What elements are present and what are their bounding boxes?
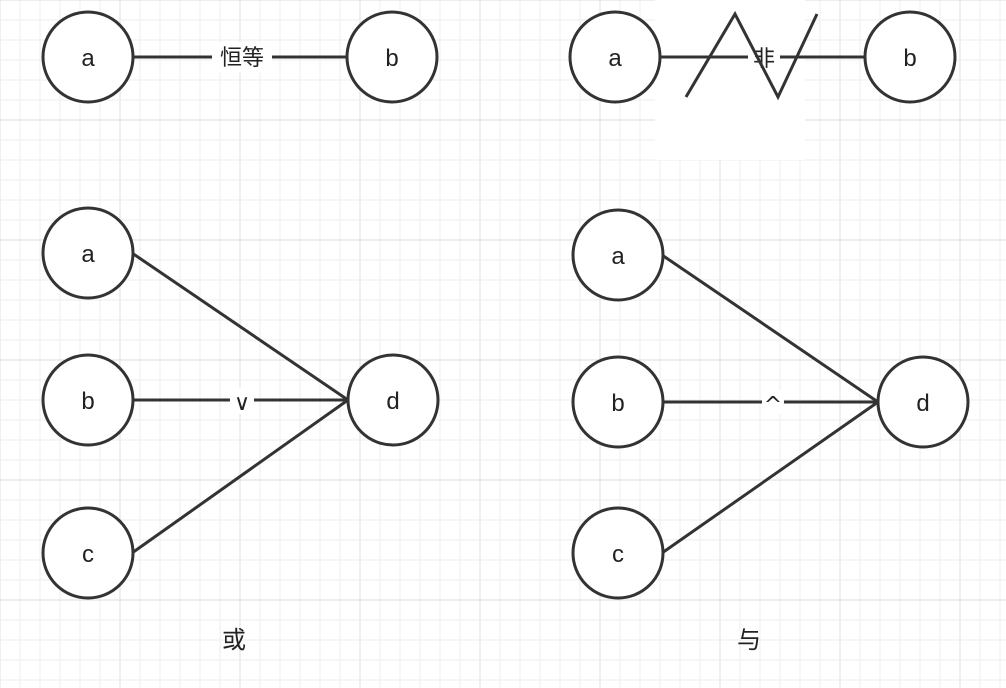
or-node-d-label: d xyxy=(386,388,399,415)
not-whiteout-area xyxy=(655,0,805,160)
and-node-b-label: b xyxy=(611,390,624,417)
not-node-a xyxy=(568,10,662,104)
or-edge-label-bg xyxy=(230,388,254,414)
identity-node-b xyxy=(345,10,439,104)
or-edge-label: ∨ xyxy=(234,391,250,416)
and-diagram: ^ a b c d 与 xyxy=(571,208,970,654)
or-node-b xyxy=(41,353,135,447)
or-edge-c-d xyxy=(131,398,349,555)
and-edge-label-bg xyxy=(762,390,784,414)
and-caption: 与 xyxy=(737,626,761,654)
identity-edge-label-bg xyxy=(212,42,272,72)
not-node-b xyxy=(863,10,957,104)
and-node-b xyxy=(571,355,665,449)
and-node-d-label: d xyxy=(916,390,929,417)
not-node-a-label: a xyxy=(608,45,622,72)
or-node-c xyxy=(41,506,135,600)
identity-node-b-label: b xyxy=(385,45,398,72)
identity-node-a-label: a xyxy=(81,45,95,72)
and-node-d xyxy=(876,355,970,449)
or-diagram: ∨ a b c d 或 xyxy=(41,206,440,654)
not-edge-label: 非 xyxy=(753,47,775,72)
and-edge-label: ^ xyxy=(764,393,782,418)
and-node-a-label: a xyxy=(611,243,625,270)
or-edge-a-d xyxy=(131,251,349,402)
or-node-a-label: a xyxy=(81,241,95,268)
and-edge-a-d xyxy=(661,253,879,404)
identity-edge-label: 恒等 xyxy=(220,46,264,71)
or-node-a xyxy=(41,206,135,300)
or-node-d xyxy=(346,353,440,447)
and-edge-c-d xyxy=(661,400,879,555)
not-node-b-label: b xyxy=(903,45,916,72)
or-caption: 或 xyxy=(222,626,246,654)
identity-diagram: 恒等 a b xyxy=(41,10,439,104)
identity-node-a xyxy=(41,10,135,104)
or-node-c-label: c xyxy=(82,541,94,568)
and-node-a xyxy=(571,208,665,302)
or-node-b-label: b xyxy=(81,388,94,415)
not-diagram: 非 a b xyxy=(568,0,957,160)
and-node-c xyxy=(571,506,665,600)
and-node-c-label: c xyxy=(612,541,624,568)
not-zigzag-mark xyxy=(684,10,819,101)
